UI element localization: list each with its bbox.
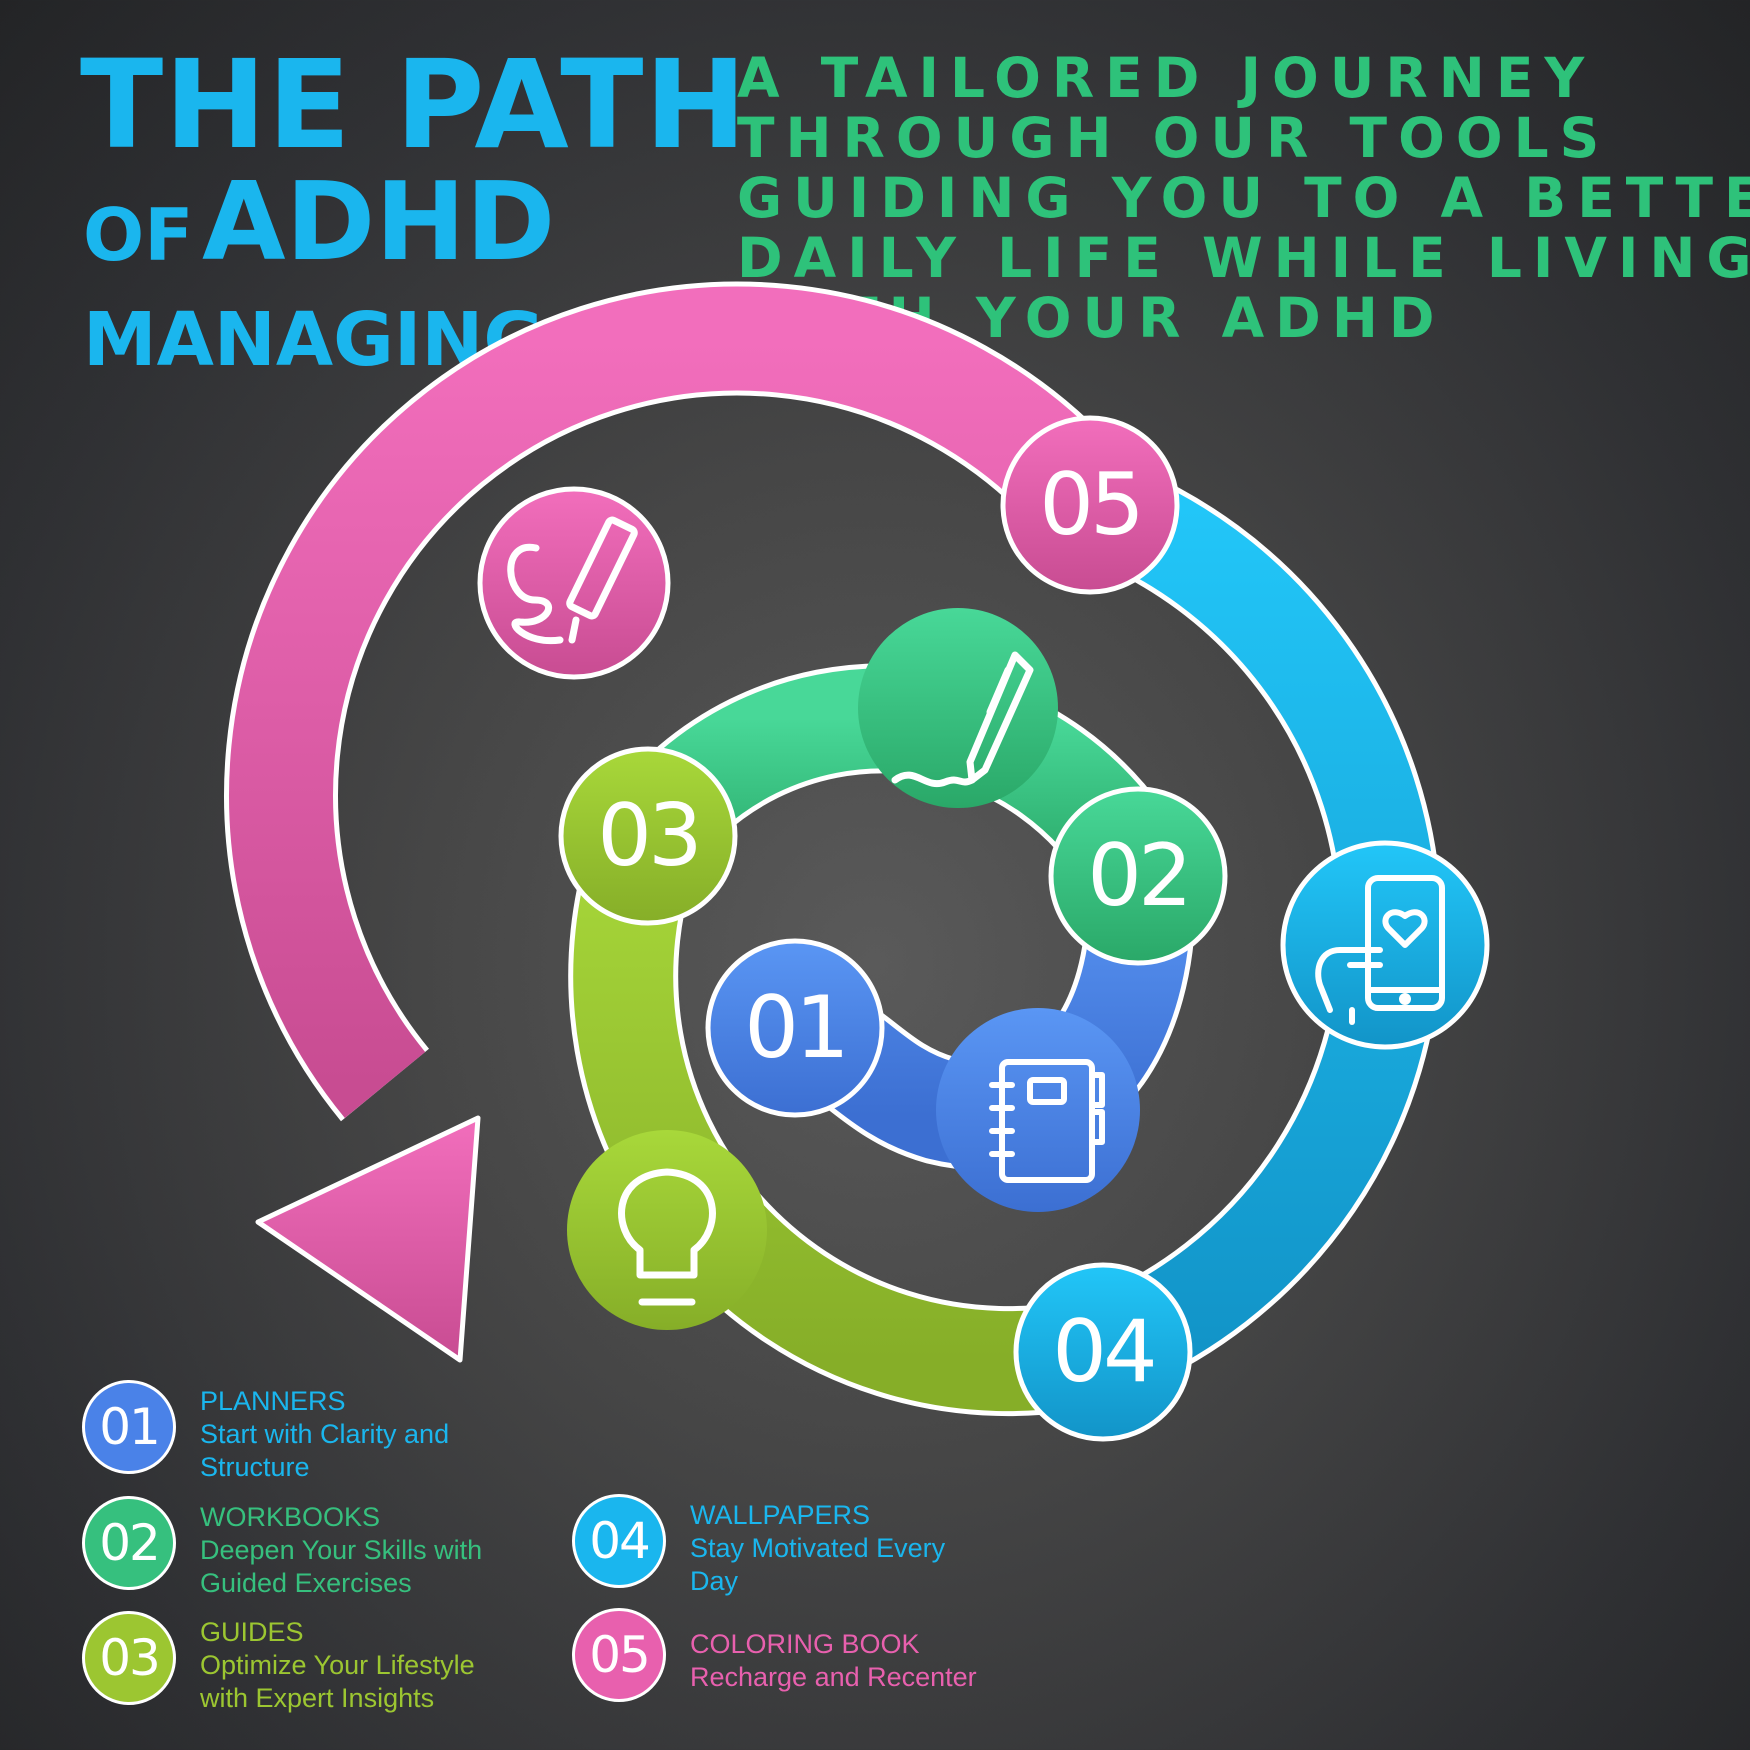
phone-heart-icon (1280, 840, 1490, 1050)
legend-badge: 02 (82, 1496, 176, 1590)
legend-desc: Deepen Your Skills with (200, 1535, 483, 1565)
node-number: 02 (1087, 826, 1188, 926)
legend-text: PLANNERS Start with Clarity and Structur… (200, 1385, 449, 1484)
legend-badge: 04 (572, 1494, 666, 1588)
legend-desc: with Expert Insights (200, 1683, 435, 1713)
pen-signature-icon (858, 608, 1058, 808)
legend-badge: 03 (82, 1611, 176, 1705)
node-03: 03 (558, 746, 738, 926)
legend-badge: 05 (572, 1608, 666, 1702)
legend-text: WALLPAPERS Stay Motivated Every Day (690, 1499, 945, 1598)
title-adhd: ADHD (202, 160, 556, 285)
legend-text: GUIDES Optimize Your Lifestyle with Expe… (200, 1616, 475, 1715)
node-number: 01 (744, 978, 845, 1078)
subtitle-line: THROUGH OUR TOOLS (737, 106, 1611, 170)
node-number: 05 (1039, 455, 1140, 555)
title-line-the-path: THE PATH (80, 34, 748, 176)
subtitle-line: DAILY LIFE WHILE LIVING (737, 226, 1750, 290)
legend-desc: Stay Motivated Every (690, 1533, 946, 1563)
node-number: 03 (597, 786, 698, 886)
subtitle-line: A TAILORED JOURNEY (737, 46, 1596, 110)
legend-badge: 01 (82, 1380, 176, 1474)
lightbulb-icon (567, 1130, 767, 1330)
marker-icon (477, 486, 671, 680)
legend-text: COLORING BOOK Recharge and Recenter (690, 1628, 977, 1694)
node-05: 05 (1000, 415, 1180, 595)
node-01: 01 (705, 938, 885, 1118)
arrow-head (255, 1115, 481, 1363)
subtitle-line: GUIDING YOU TO A BETTER (737, 166, 1750, 230)
node-number: 04 (1052, 1302, 1153, 1402)
node-04: 04 (1013, 1262, 1193, 1442)
legend-label: WALLPAPERS (690, 1500, 871, 1530)
legend-text: WORKBOOKS Deepen Your Skills with Guided… (200, 1501, 482, 1600)
node-02: 02 (1048, 786, 1228, 966)
legend-label: PLANNERS (200, 1386, 346, 1416)
legend-desc: Structure (200, 1452, 310, 1482)
legend-label: GUIDES (200, 1617, 304, 1647)
legend-label: WORKBOOKS (200, 1502, 381, 1532)
legend-desc: Day (690, 1566, 739, 1596)
legend-label: COLORING BOOK (690, 1629, 920, 1659)
legend-desc: Start with Clarity and (200, 1419, 450, 1449)
legend-desc: Guided Exercises (200, 1568, 412, 1598)
arc-coloring-book (224, 281, 1134, 1363)
notebook-icon (936, 1008, 1140, 1212)
title-of: OF (83, 193, 194, 277)
legend-desc: Optimize Your Lifestyle (200, 1650, 475, 1680)
legend-desc: Recharge and Recenter (690, 1662, 977, 1692)
